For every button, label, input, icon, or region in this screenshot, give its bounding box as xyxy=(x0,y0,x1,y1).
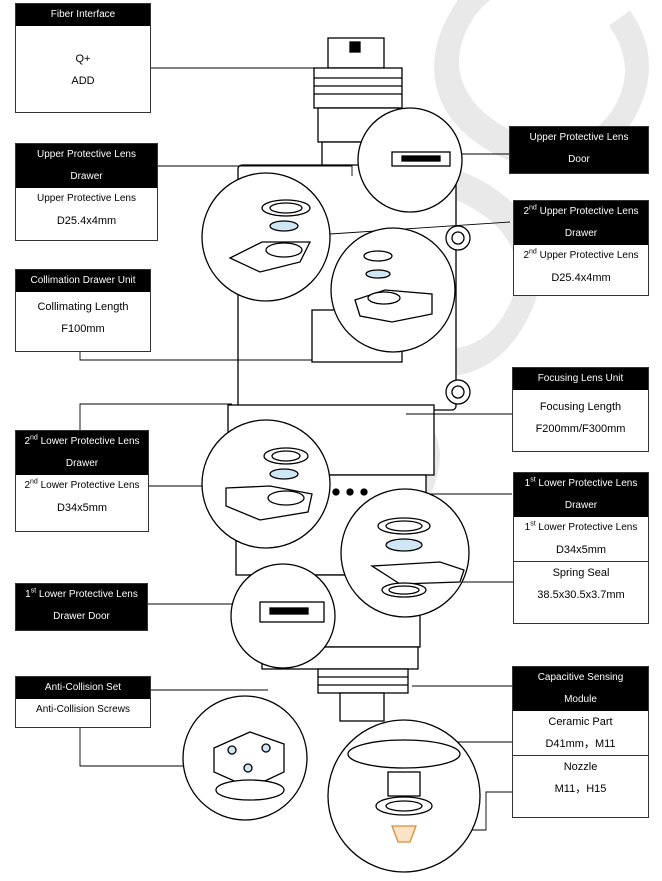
first-lower-line-text: Lower Protective Lens xyxy=(535,522,638,533)
collimation-line-1: Collimating Length xyxy=(37,301,129,313)
upper-door-title-line-1: Upper Protective Lens xyxy=(510,127,648,149)
focusing-line-2: F200mm/F300mm xyxy=(535,423,626,435)
nozzle-title: Nozzle xyxy=(563,761,598,773)
second-lower-callout: 2nd Lower Protective Lens Drawer 2nd Low… xyxy=(15,430,149,532)
second-lower-title-sup: nd xyxy=(30,434,38,442)
upper-door-detail xyxy=(357,107,463,213)
second-lower-line-2: D34x5mm xyxy=(56,502,108,514)
anti-collision-title: Anti-Collision Set xyxy=(16,677,150,699)
upper-drawer-title-line-2: Drawer xyxy=(16,166,157,188)
capacitive-detail xyxy=(327,719,481,873)
first-lower-title-line-2: Drawer xyxy=(514,495,648,517)
ceramic-part-value: D41mm，M11 xyxy=(545,738,616,750)
spring-seal-section: Spring Seal 38.5x30.5x3.7mm xyxy=(514,561,648,606)
second-upper-title-num: 2 xyxy=(523,206,530,217)
spring-seal-title: Spring Seal xyxy=(552,567,610,579)
upper-door-callout: Upper Protective Lens Door xyxy=(509,126,649,174)
second-lower-line-num: 2 xyxy=(24,480,31,491)
second-upper-title-line-2: Drawer xyxy=(514,223,648,245)
capacitive-callout: Capacitive Sensing Module Ceramic Part D… xyxy=(512,666,649,818)
second-upper-line-sup: nd xyxy=(529,248,537,256)
capacitive-title-line-1: Capacitive Sensing xyxy=(513,667,648,689)
focusing-line-1: Focusing Length xyxy=(539,401,622,413)
first-lower-title-text: Lower Protective Lens xyxy=(535,478,638,489)
fiber-interface-line-2: ADD xyxy=(71,75,95,87)
first-lower-door-title-sup: st xyxy=(30,587,37,595)
second-lower-title-line-2: Drawer xyxy=(16,453,148,475)
first-lower-door-title-line-1: 1st Lower Protective Lens xyxy=(16,584,147,606)
first-lower-door-title-line-2: Drawer Door xyxy=(16,606,147,628)
second-upper-title-line-1: 2nd Upper Protective Lens xyxy=(514,201,648,223)
upper-drawer-title-line-1: Upper Protective Lens xyxy=(16,144,157,166)
collimation-callout: Collimation Drawer Unit Collimating Leng… xyxy=(15,269,151,352)
second-upper-line-num: 2 xyxy=(523,250,530,261)
second-upper-title-sup: nd xyxy=(529,204,537,212)
ceramic-part-title: Ceramic Part xyxy=(548,716,613,728)
first-lower-title-sup: st xyxy=(530,476,536,484)
first-lower-line-2: D34x5mm xyxy=(555,544,607,556)
first-lower-line-1: 1st Lower Protective Lens xyxy=(514,517,648,539)
upper-drawer-detail xyxy=(201,172,331,302)
second-lower-title-text: Lower Protective Lens xyxy=(37,436,140,447)
first-lower-door-title-num: 1 xyxy=(25,589,31,600)
first-lower-title-line-1: 1st Lower Protective Lens xyxy=(514,473,648,495)
fiber-interface-title: Fiber Interface xyxy=(16,4,150,26)
second-upper-line-text: Upper Protective Lens xyxy=(536,250,639,261)
anti-collision-line-1: Anti-Collision Screws xyxy=(36,704,130,715)
anti-collision-callout: Anti-Collision Set Anti-Collision Screws xyxy=(15,676,151,728)
fiber-interface-callout: Fiber Interface Q+ ADD xyxy=(15,3,151,113)
focusing-callout: Focusing Lens Unit Focusing Length F200m… xyxy=(512,367,649,452)
second-lower-line-sup: nd xyxy=(30,478,38,486)
second-lower-title-line-1: 2nd Lower Protective Lens xyxy=(16,431,148,453)
focusing-title: Focusing Lens Unit xyxy=(513,368,648,390)
second-upper-detail xyxy=(330,227,456,353)
second-lower-line-1: 2nd Lower Protective Lens xyxy=(16,475,148,497)
anti-collision-detail xyxy=(182,695,308,821)
collimation-title: Collimation Drawer Unit xyxy=(16,270,150,292)
first-lower-door-detail xyxy=(230,563,336,669)
capacitive-title-line-2: Module xyxy=(513,689,648,711)
first-lower-line-sup: st xyxy=(530,520,536,528)
first-lower-title-num: 1 xyxy=(524,478,531,489)
fiber-interface-line-1: Q+ xyxy=(75,53,91,65)
first-lower-detail xyxy=(340,488,470,618)
first-lower-door-title-text: Lower Protective Lens xyxy=(36,589,138,600)
collimation-line-2: F100mm xyxy=(61,323,105,335)
second-lower-detail xyxy=(201,419,331,549)
second-upper-title-text: Upper Protective Lens xyxy=(536,206,639,217)
nozzle-section: Nozzle M11，H15 xyxy=(513,755,648,800)
upper-drawer-callout: Upper Protective Lens Drawer Upper Prote… xyxy=(15,143,158,241)
second-upper-callout: 2nd Upper Protective Lens Drawer 2nd Upp… xyxy=(513,200,649,296)
upper-drawer-line-2: D25.4x4mm xyxy=(56,215,117,227)
second-upper-line-2: D25.4x4mm xyxy=(551,272,611,284)
first-lower-door-callout: 1st Lower Protective Lens Drawer Door xyxy=(15,583,148,631)
second-lower-title-num: 2 xyxy=(24,436,31,447)
second-upper-line-1: 2nd Upper Protective Lens xyxy=(514,245,648,267)
upper-door-title-line-2: Door xyxy=(510,149,648,171)
nozzle-value: M11，H15 xyxy=(554,783,607,795)
first-lower-line-num: 1 xyxy=(524,522,531,533)
first-lower-callout: 1st Lower Protective Lens Drawer 1st Low… xyxy=(513,472,649,624)
second-lower-line-text: Lower Protective Lens xyxy=(37,480,140,491)
upper-drawer-line-1: Upper Protective Lens xyxy=(37,193,136,204)
spring-seal-value: 38.5x30.5x3.7mm xyxy=(537,589,625,601)
